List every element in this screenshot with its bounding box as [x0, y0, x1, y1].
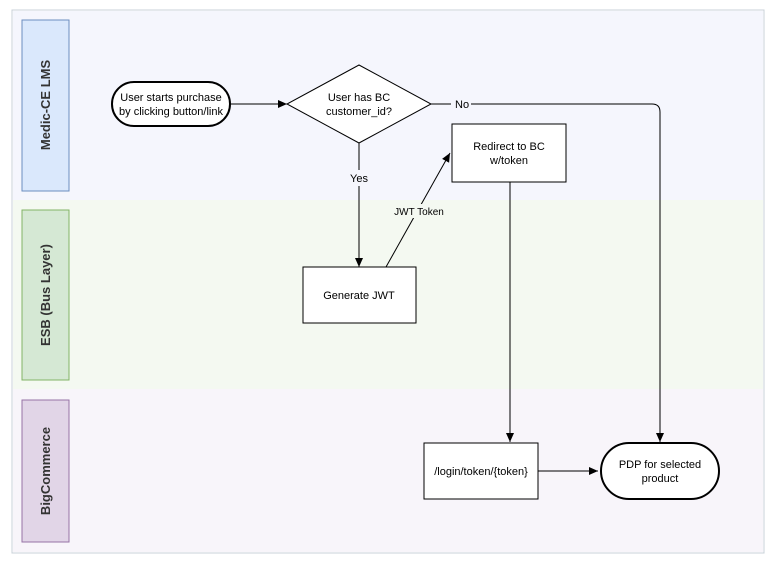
node-text-line2: w/token — [489, 155, 528, 167]
terminator-shape — [111, 81, 231, 127]
node-generate-jwt: Generate JWT — [302, 266, 417, 324]
node-start: User starts purchase by clicking button/… — [111, 81, 231, 127]
node-text-line1: User has BC — [328, 92, 390, 104]
node-text-line2: by clicking button/link — [119, 106, 223, 118]
lane-label-box — [21, 399, 70, 543]
edge-label-no: No — [455, 99, 469, 111]
lane-title: Medic-CE LMS — [38, 60, 53, 151]
node-text-line1: PDP for selected — [619, 459, 701, 471]
terminator-shape — [600, 442, 720, 500]
process-box — [302, 266, 417, 324]
node-text-line1: Redirect to BC — [473, 141, 545, 153]
process-box — [423, 442, 539, 500]
node-decision: User has BC customer_id? — [285, 64, 433, 144]
jwt-label-bg — [389, 204, 449, 218]
node-pdp: PDP for selected product — [600, 442, 720, 500]
node-text-line1: Generate JWT — [323, 290, 395, 302]
node-text-line2: product — [642, 473, 679, 485]
edge-label-yes: Yes — [350, 173, 368, 185]
lane-title: ESB (Bus Layer) — [38, 244, 53, 346]
node-text-line2: customer_id? — [326, 106, 392, 118]
yes-label-bg — [346, 170, 372, 186]
edge-decision-no-to-pdp — [431, 103, 664, 442]
lane-title: BigCommerce — [38, 427, 53, 515]
edge-label-jwt-token: JWT Token — [394, 207, 444, 218]
node-text-line1: /login/token/{token} — [434, 466, 528, 478]
node-redirect: Redirect to BC w/token — [451, 123, 567, 183]
no-label-bg — [451, 96, 471, 111]
node-text-line1: User starts purchase — [120, 92, 221, 104]
lane-label-box — [21, 19, 70, 192]
diagram-border — [11, 9, 765, 554]
decision-diamond — [285, 64, 433, 144]
process-box — [451, 123, 567, 183]
lane-label-box — [21, 209, 70, 381]
node-login-token: /login/token/{token} — [423, 442, 539, 500]
